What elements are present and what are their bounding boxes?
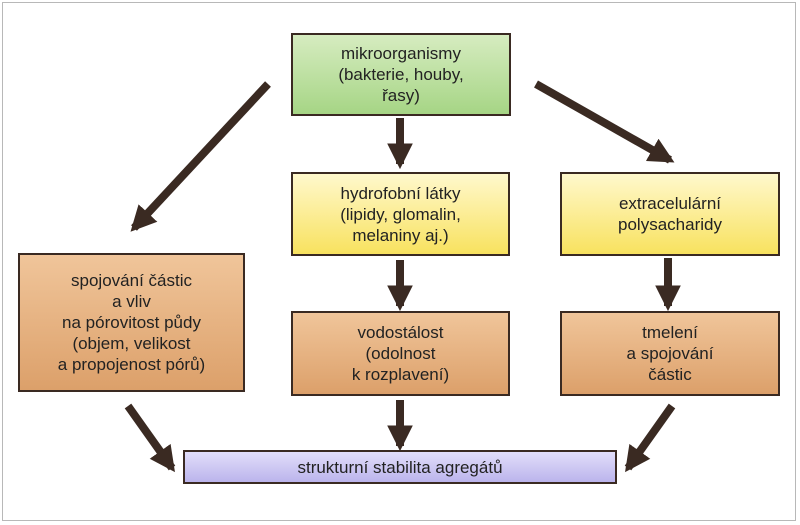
node-binding-label: spojování částic a vliv na pórovitost pů… <box>57 271 206 374</box>
node-hydrophobic-label: hydrofobní látky (lipidy, glomalin, mela… <box>340 183 461 245</box>
node-aggregate-stability: strukturní stabilita agregátů <box>183 450 617 484</box>
node-cementation: tmelení a spojování částic <box>560 311 780 396</box>
node-polysaccharides-label: extracelulární polysacharidy <box>618 194 722 234</box>
node-hydrophobic-substances: hydrofobní látky (lipidy, glomalin, mela… <box>291 172 510 256</box>
node-water-stability: vodostálost (odolnost k rozplavení) <box>291 311 510 396</box>
node-particle-binding: spojování částic a vliv na pórovitost pů… <box>18 253 245 392</box>
node-cementation-label: tmelení a spojování částic <box>626 323 714 384</box>
arrow-cementation-to-stability <box>624 403 676 473</box>
arrow-micro-to-binding <box>130 81 271 232</box>
node-aggregate-label: strukturní stabilita agregátů <box>297 457 503 477</box>
node-extracellular-polysaccharides: extracelulární polysacharidy <box>560 172 780 256</box>
arrow-binding-to-stability <box>124 403 176 473</box>
node-microorganisms: mikroorganismy (bakterie, houby, řasy) <box>291 33 511 116</box>
node-waterstability-label: vodostálost (odolnost k rozplavení) <box>351 323 450 384</box>
arrow-micro-to-polysaccharides <box>534 80 675 164</box>
node-microorganisms-label: mikroorganismy (bakterie, houby, řasy) <box>338 44 464 105</box>
